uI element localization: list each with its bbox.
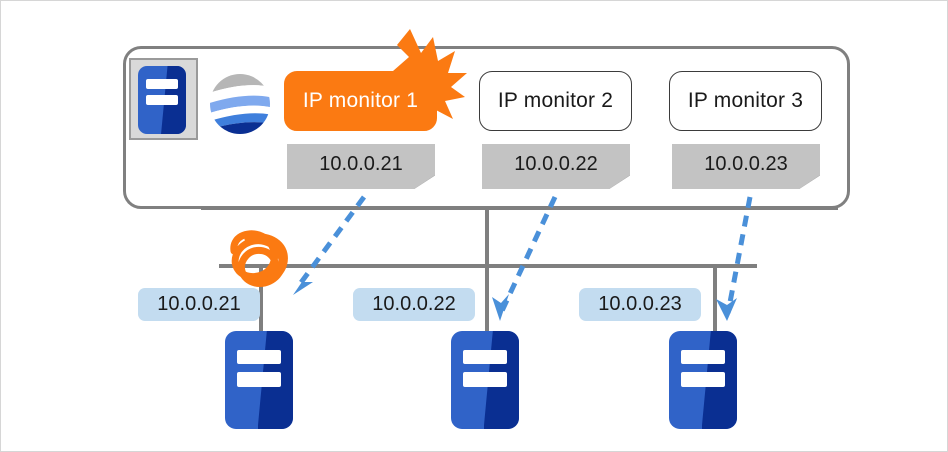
monitor-box-2[interactable]: IP monitor 2: [479, 71, 632, 131]
monitor-ip-note-3: 10.0.0.23: [672, 144, 820, 189]
monitor-box-3[interactable]: IP monitor 3: [669, 71, 822, 131]
globe-icon: [209, 73, 271, 135]
network-bus-upper: [201, 206, 838, 210]
server-link-2: [485, 264, 489, 332]
monitor-ip-note-2: 10.0.0.22: [482, 144, 630, 189]
monitor-box-1[interactable]: IP monitor 1: [284, 71, 437, 131]
server-link-3: [713, 264, 717, 332]
monitor-ip-note-1: 10.0.0.21: [287, 144, 435, 189]
target-ip-chip-3: 10.0.0.23: [579, 288, 701, 321]
target-ip-chip-2: 10.0.0.22: [353, 288, 475, 321]
target-server-icon-2: [451, 331, 519, 429]
target-ip-text-2: 10.0.0.22: [372, 293, 456, 315]
monitor-ip-text-1: 10.0.0.21: [319, 153, 403, 175]
target-ip-chip-1: 10.0.0.21: [138, 288, 260, 321]
monitor-label-2: IP monitor 2: [497, 89, 614, 112]
target-server-icon-1: [225, 331, 293, 429]
server-rack-icon: [129, 58, 198, 140]
monitor-label-1: IP monitor 1: [302, 89, 419, 112]
monitor-label-3: IP monitor 3: [687, 89, 804, 112]
monitor-ip-text-3: 10.0.0.23: [704, 153, 788, 175]
target-ip-text-3: 10.0.0.23: [598, 293, 682, 315]
monitor-ip-text-2: 10.0.0.22: [514, 153, 598, 175]
target-ip-text-1: 10.0.0.21: [157, 293, 241, 315]
target-server-icon-3: [669, 331, 737, 429]
server-glyph: [138, 66, 186, 134]
network-drop-link: [485, 206, 489, 266]
server-link-1: [259, 264, 263, 332]
